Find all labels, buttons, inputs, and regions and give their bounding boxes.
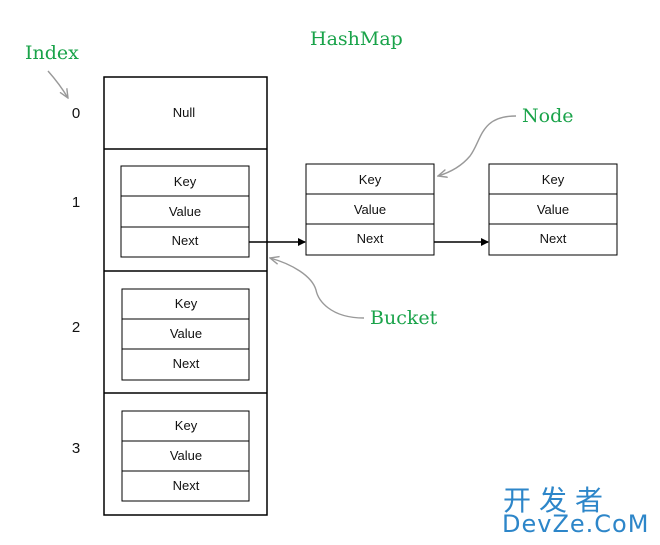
value-cell: Value xyxy=(170,448,202,463)
index-1: 1 xyxy=(71,194,81,211)
value-cell: Value xyxy=(169,204,201,219)
null-cell: Null xyxy=(173,105,196,120)
value-cell: Value xyxy=(354,202,386,217)
diagram-title: HashMap xyxy=(310,28,403,50)
bucket-array xyxy=(103,76,268,516)
index-2: 2 xyxy=(71,319,81,336)
bucket-2-node: Key Value Next xyxy=(121,288,250,381)
node-label: Node xyxy=(522,105,574,127)
key-cell: Key xyxy=(359,172,382,187)
bucket-3-node: Key Value Next xyxy=(121,410,250,502)
value-cell: Value xyxy=(170,326,202,341)
value-cell: Value xyxy=(537,202,569,217)
index-label: Index xyxy=(25,42,79,64)
index-0: 0 xyxy=(71,105,81,122)
index-callout-arrow xyxy=(47,70,68,98)
key-cell: Key xyxy=(542,172,565,187)
next-cell: Next xyxy=(540,231,567,246)
chain-node-2: Key Value Next xyxy=(488,163,618,256)
key-cell: Key xyxy=(175,418,198,433)
index-3: 3 xyxy=(71,440,81,457)
bucket-callout-arrow xyxy=(270,258,365,319)
key-cell: Key xyxy=(175,296,198,311)
bucket-1-node: Key Value Next xyxy=(120,165,250,258)
watermark-cn: 开发者 xyxy=(503,484,612,517)
bucket-label: Bucket xyxy=(370,307,438,329)
next-cell: Next xyxy=(357,231,384,246)
next-cell: Next xyxy=(173,356,200,371)
chain-node-1: Key Value Next xyxy=(305,163,435,256)
node-callout-arrow xyxy=(438,115,517,176)
key-cell: Key xyxy=(174,174,197,189)
next-cell: Next xyxy=(173,478,200,493)
watermark-en: DevZe.CoM xyxy=(502,510,650,538)
next-cell: Next xyxy=(172,233,199,248)
